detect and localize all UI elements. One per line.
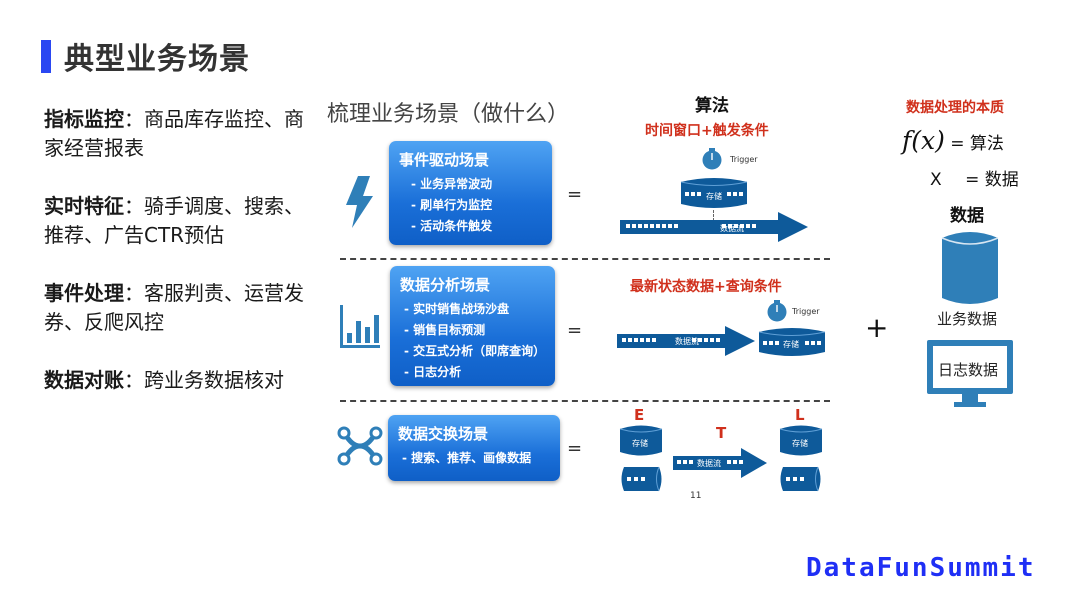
x-equals-data: = 数据 [965, 170, 1019, 190]
scene-title: 事件驱动场景 [399, 151, 490, 169]
database-icon [941, 232, 999, 304]
log-data-label: 日志数据 [938, 361, 999, 379]
scene-title: 数据交换场景 [398, 425, 489, 443]
equals-sign: = [567, 438, 583, 459]
data-stream-arrow [617, 326, 755, 356]
monitor-icon [927, 340, 1013, 407]
scenario-list: 指标监控：商品库存监控、商家经营报表 实时特征：骑手调度、搜索、推荐、广告CTR… [44, 105, 314, 424]
page-number: 11 [690, 491, 702, 501]
scene-item: - 实时销售战场沙盘 [404, 302, 510, 316]
page-title: 典型业务场景 [64, 42, 250, 77]
network-icon [337, 426, 383, 466]
etl-transform-label: T [716, 424, 727, 442]
scene-item: - 活动条件触发 [411, 219, 493, 233]
queue-pipe-icon [621, 466, 662, 492]
time-window-condition: 时间窗口+触发条件 [645, 123, 769, 139]
trigger-label: Trigger [792, 307, 820, 316]
data-analysis-scene-box: 数据分析场景 - 实时销售战场沙盘 - 销售目标预测 - 交互式分析（即席查询）… [390, 266, 555, 386]
list-item-sep: ： [124, 194, 144, 218]
data-header: 数据 [950, 206, 984, 226]
list-item-key: 数据对账 [44, 368, 124, 392]
list-item-key: 指标监控 [44, 107, 124, 131]
list-item-text: 客服判责、运营发券、反爬风控 [44, 281, 304, 334]
plus-sign: + [865, 311, 889, 344]
list-item-key: 实时特征 [44, 194, 124, 218]
storage-cylinder-icon [619, 425, 663, 456]
stopwatch-icon [767, 300, 787, 322]
scene-item: - 销售目标预测 [404, 323, 486, 337]
list-item-text: 骑手调度、搜索、推荐、广告CTR预估 [44, 194, 304, 247]
bar-chart-icon [340, 305, 380, 348]
stream-label: 数据流 [697, 459, 721, 468]
list-item-key: 事件处理 [44, 281, 124, 305]
etl-extract-label: E [634, 406, 645, 424]
list-item-text: 商品库存监控、商家经营报表 [44, 107, 304, 160]
section-title: 梳理业务场景（做什么） [327, 102, 570, 127]
etl-load-label: L [795, 406, 805, 424]
list-item: 事件处理：客服判责、运营发券、反爬风控 [44, 279, 314, 337]
scene-item: - 刷单行为监控 [411, 198, 493, 212]
divider [340, 258, 830, 260]
brand-logo: DataFunSummit [806, 553, 1036, 583]
storage-label: 存储 [792, 439, 808, 448]
list-item-sep: ： [124, 107, 144, 131]
formula-x: X = 数据 [930, 165, 1019, 190]
list-item: 实时特征：骑手调度、搜索、推荐、广告CTR预估 [44, 192, 314, 250]
essence-title: 数据处理的本质 [906, 100, 1004, 116]
storage-label: 存储 [783, 340, 799, 349]
latest-state-condition: 最新状态数据+查询条件 [630, 279, 782, 295]
data-stream-arrow [673, 448, 767, 478]
f-of-x-symbol: f(x) [902, 126, 945, 155]
scene-item: - 业务异常波动 [411, 177, 493, 191]
business-data-label: 业务数据 [937, 310, 998, 328]
x-symbol: X [930, 170, 942, 190]
list-item: 数据对账：跨业务数据核对 [44, 366, 314, 395]
equals-sign: = [567, 184, 583, 205]
storage-cylinder-icon [758, 328, 826, 356]
scene-item: - 搜索、推荐、画像数据 [402, 451, 532, 465]
scene-item: - 交互式分析（即席查询） [404, 344, 546, 358]
storage-cylinder-icon [680, 178, 748, 208]
storage-cylinder-icon [779, 425, 823, 456]
algorithm-header: 算法 [695, 96, 729, 116]
lightning-icon [346, 176, 373, 228]
scene-item: - 日志分析 [404, 365, 462, 379]
list-item: 指标监控：商品库存监控、商家经营报表 [44, 105, 314, 163]
stream-label: 数据流 [675, 337, 699, 346]
scene-title: 数据分析场景 [400, 276, 491, 294]
divider [340, 400, 830, 402]
f-equals-algorithm: = 算法 [950, 134, 1004, 154]
trigger-label: Trigger [730, 155, 758, 164]
stopwatch-icon [702, 148, 722, 170]
formula-f: f(x) = 算法 [902, 126, 1004, 155]
queue-pipe-icon [780, 466, 821, 492]
title-accent-bar [41, 40, 51, 73]
event-driven-scene-box: 事件驱动场景 - 业务异常波动 - 刷单行为监控 - 活动条件触发 [389, 141, 552, 245]
data-stream-arrow [620, 212, 808, 242]
storage-label: 存储 [632, 439, 648, 448]
storage-label: 存储 [706, 192, 722, 201]
stream-label: 数据流 [720, 224, 744, 233]
equals-sign: = [567, 320, 583, 341]
data-exchange-scene-box: 数据交换场景 - 搜索、推荐、画像数据 [388, 415, 560, 481]
list-item-text: 跨业务数据核对 [144, 368, 284, 392]
connector-arrow [713, 210, 714, 221]
list-item-sep: ： [124, 368, 144, 392]
list-item-sep: ： [124, 281, 144, 305]
